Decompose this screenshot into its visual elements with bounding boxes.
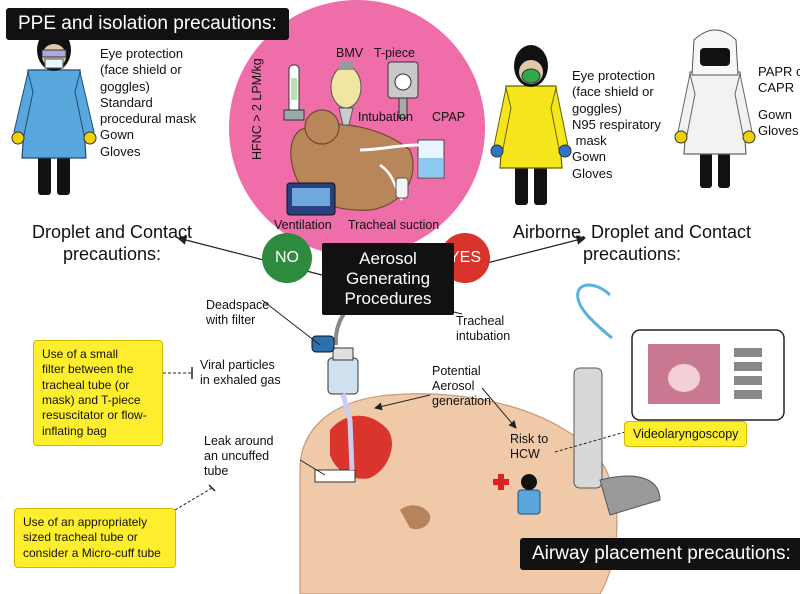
hfnc-label: HFNC > 2 LPM/kg xyxy=(250,58,264,160)
droplet-ppe-item: (face shield or xyxy=(100,62,182,78)
airborne-ppe-figure-icon xyxy=(490,45,572,205)
droplet-ppe-item: Gown xyxy=(100,127,134,143)
papr-ppe-item: Gloves xyxy=(758,122,799,138)
airborne-ppe-item: N95 respiratory xyxy=(572,116,661,132)
droplet-ppe-item: Eye protection xyxy=(100,46,184,61)
papr-ppe-item: PAPR or xyxy=(758,64,800,79)
yes-badge: YES xyxy=(440,233,490,283)
airborne-ppe-item: goggles) xyxy=(572,100,622,116)
line-videolaryngoscopy xyxy=(554,431,626,453)
droplet-ppe-list: Eye protection (face shield or goggles) … xyxy=(100,46,196,160)
droplet-ppe-item: Gloves xyxy=(100,143,141,159)
tpiece-label: T-piece xyxy=(374,46,415,60)
tracheal-intubation-label: Tracheal intubation xyxy=(456,314,511,343)
droplet-ppe-item: procedural mask xyxy=(100,111,197,126)
tpiece-device-icon xyxy=(387,61,419,119)
viral-particles-label: Viral particles in exhaled gas xyxy=(200,358,281,387)
bmv-label: BMV xyxy=(336,46,364,60)
line-aerosol xyxy=(374,394,431,411)
videolaryngoscope-icon xyxy=(573,283,785,516)
airborne-ppe-item: Gown xyxy=(572,149,606,165)
droplet-precautions-title: Droplet and Contact precautions: xyxy=(31,222,193,264)
intubation-label: Intubation xyxy=(358,110,413,124)
line-risk xyxy=(481,387,517,429)
deadspace-label: Deadspace with filter xyxy=(206,298,270,327)
papr-ppe-list: PAPR or CAPR Gown Gloves xyxy=(758,64,800,139)
no-badge: NO xyxy=(262,233,312,283)
aerosol-generating-procedures-box: Aerosol Generating Procedures xyxy=(322,243,454,316)
airborne-ppe-item: (face shield or xyxy=(572,84,654,100)
leak-label: Leak around an uncuffed tube xyxy=(204,434,274,478)
potential-aerosol-label: Potential Aerosol generation xyxy=(432,364,492,408)
oxygen-flowmeter-icon xyxy=(283,64,305,121)
papr-ppe-item: Gown xyxy=(758,106,792,122)
papr-ppe-item xyxy=(758,97,800,107)
line-leak xyxy=(299,459,326,476)
droplet-ppe-figure-icon xyxy=(11,29,97,195)
healthcare-worker-icon xyxy=(493,474,541,515)
tube-size-note: Use of an appropriately sized tracheal t… xyxy=(14,508,176,569)
videolaryngoscopy-label: Videolaryngoscopy xyxy=(624,421,748,447)
airborne-ppe-item: Eye protection xyxy=(572,68,656,83)
line-tube-note xyxy=(174,487,213,511)
airborne-ppe-list: Eye protection (face shield or goggles) … xyxy=(572,68,661,182)
risk-to-hcw-label: Risk to HCW xyxy=(510,432,549,461)
ventilator-icon xyxy=(286,182,336,216)
droplet-ppe-item: goggles) xyxy=(100,78,150,94)
airborne-ppe-item: Gloves xyxy=(572,165,613,181)
airborne-precautions-title: Airborne, Droplet and Contact precaution… xyxy=(512,222,752,264)
droplet-ppe-item: Standard xyxy=(100,94,153,110)
tracheal-suction-label: Tracheal suction xyxy=(348,218,440,232)
airway-heading: Airway placement precautions: xyxy=(520,538,800,570)
cpap-bottle-icon xyxy=(359,139,445,179)
papr-ppe-figure-icon xyxy=(674,29,756,188)
ventilation-label: Ventilation xyxy=(274,218,332,232)
bag-mask-icon xyxy=(330,62,362,126)
cpap-label: CPAP xyxy=(432,110,466,124)
ppe-heading: PPE and isolation precautions: xyxy=(6,8,289,40)
airborne-ppe-item: mask xyxy=(572,133,607,148)
suction-catheter-icon xyxy=(379,163,409,201)
line-deadspace xyxy=(261,299,321,346)
tracheal-tube-filter-icon xyxy=(311,293,362,471)
papr-ppe-item: CAPR xyxy=(758,80,795,96)
filter-note: Use of a small filter between the trache… xyxy=(33,340,163,447)
